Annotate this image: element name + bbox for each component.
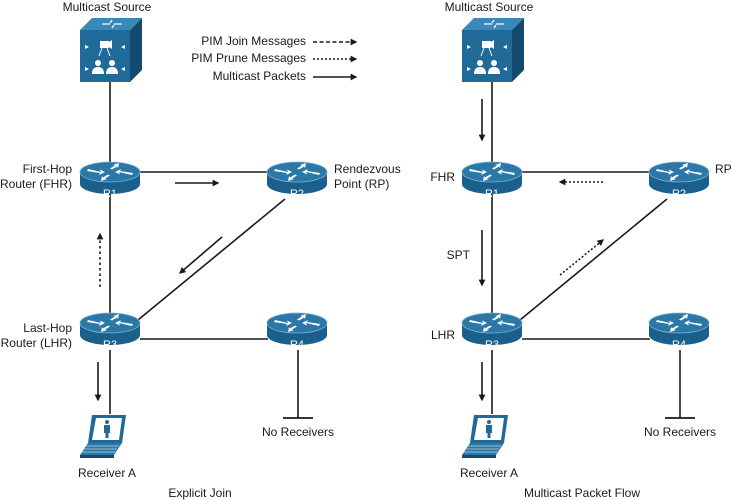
legend-packets-label: Multicast Packets [213, 69, 306, 83]
router-r2: R2 [266, 161, 328, 200]
router-r4: R4 [648, 312, 710, 351]
router-label: R1 [485, 188, 499, 200]
r2-role-label: RP [715, 162, 731, 176]
source-label: Multicast Source [63, 0, 152, 14]
r3-role-label-line2: Router (LHR) [1, 336, 72, 350]
panel-caption: Multicast Packet Flow [524, 486, 640, 500]
r1-role-label-line1: First-Hop [23, 162, 73, 176]
router-r3: R3 [461, 312, 523, 351]
receiver-laptop-icon [79, 414, 127, 459]
multicast-source-icon [461, 17, 525, 83]
router-r3: R3 [79, 312, 141, 351]
legend-join-label: PIM Join Messages [201, 34, 306, 48]
router-label: R4 [672, 339, 686, 351]
link-r2-r3 [519, 198, 668, 321]
receiver-laptop-icon [461, 414, 509, 459]
router-label: R4 [290, 339, 304, 351]
router-label: R3 [103, 339, 117, 351]
panel-explicit-join: Multicast Source R1 R2 R3 R4 First-Hop R… [0, 0, 401, 500]
router-r1: R1 [461, 161, 523, 200]
router-r1: R1 [79, 161, 141, 200]
r2-role-label-line1: Rendezvous [334, 162, 401, 176]
router-label: R2 [672, 188, 686, 200]
router-r4: R4 [266, 312, 328, 351]
legend: PIM Join Messages PIM Prune Messages Mul… [191, 34, 358, 83]
r1-role-label: FHR [430, 170, 455, 184]
r3-role-label: LHR [431, 328, 455, 342]
multicast-source-icon [79, 17, 143, 83]
spt-label: SPT [447, 248, 471, 262]
packet-arrow-r2-to-r3 [178, 236, 223, 274]
r3-role-label-line1: Last-Hop [23, 321, 72, 335]
router-label: R3 [485, 339, 499, 351]
router-r2: R2 [648, 161, 710, 200]
receiver-label: Receiver A [78, 466, 136, 480]
r2-role-label-line2: Point (RP) [334, 177, 389, 191]
source-label: Multicast Source [445, 0, 534, 14]
legend-prune-label: PIM Prune Messages [191, 51, 306, 65]
prune-arrow-r3-to-r2 [559, 239, 605, 276]
no-receivers-label: No Receivers [262, 425, 334, 439]
link-r2-r3 [137, 198, 286, 321]
panel-caption: Explicit Join [168, 486, 231, 500]
router-label: R2 [290, 188, 304, 200]
panel-multicast-packet-flow: Multicast Source R1 R2 R3 R4 FHR RP LHR … [430, 0, 731, 500]
no-receivers-label: No Receivers [644, 425, 716, 439]
router-label: R1 [103, 188, 117, 200]
r1-role-label-line2: Router (FHR) [0, 177, 72, 191]
receiver-label: Receiver A [460, 466, 518, 480]
